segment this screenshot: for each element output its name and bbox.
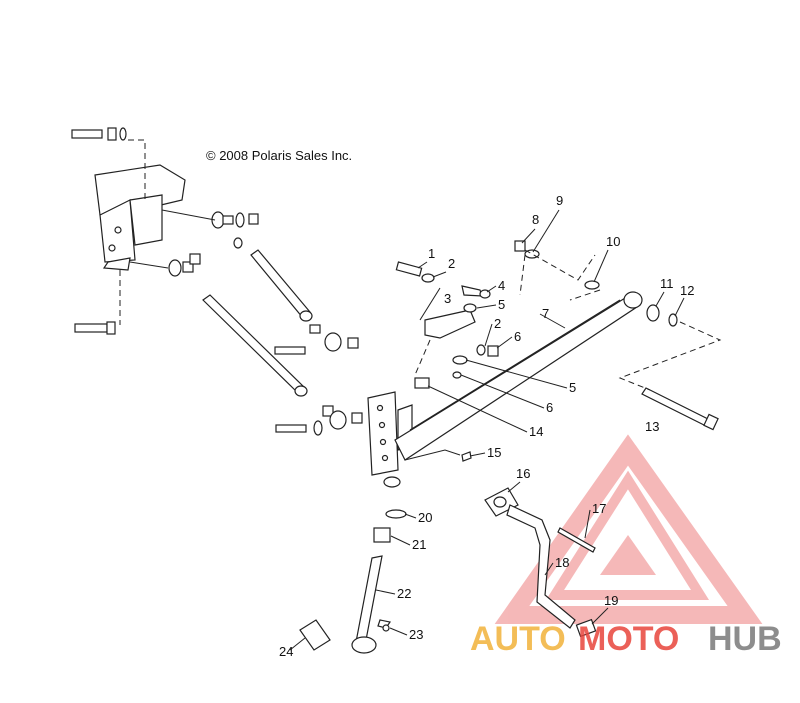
callout-11: 11 — [660, 276, 674, 291]
frame-bolt-bottom — [74, 321, 116, 335]
part-14-bushing — [414, 377, 430, 389]
lower-rod-end-hardware — [168, 253, 201, 277]
watermark-logo — [494, 434, 763, 624]
part-13-bolt — [641, 387, 719, 431]
frame-bracket — [94, 164, 186, 271]
callout-2b: 2 — [494, 316, 501, 331]
part-10-washer — [584, 280, 600, 290]
watermark-moto: MOTO — [578, 620, 679, 658]
part-2-washer — [421, 273, 435, 283]
leader-10-arm — [569, 289, 601, 301]
part-3-bracket — [424, 309, 476, 339]
tie-rod-lower — [202, 294, 308, 397]
callout-23: 23 — [409, 627, 423, 642]
leader-frame-top — [128, 139, 146, 200]
callout-22: 22 — [397, 586, 411, 601]
callout-leaders — [289, 209, 685, 651]
callout-6: 6 — [514, 329, 521, 344]
callout-18: 18 — [555, 555, 569, 570]
part-4-ball-joint — [461, 285, 491, 299]
part-19-clip — [575, 618, 597, 638]
part-17-pin — [557, 527, 596, 553]
part-5-washer-lower — [452, 355, 468, 365]
callout-19: 19 — [604, 593, 618, 608]
steering-post-bracket — [367, 391, 413, 476]
leader-8-arm — [519, 254, 526, 296]
part-15-screw — [461, 451, 472, 462]
part-24-pin — [299, 619, 331, 651]
part-1-bolt — [395, 261, 423, 277]
callout-4: 4 — [498, 278, 505, 293]
part-5-washer — [463, 303, 477, 313]
callout-8: 8 — [532, 212, 539, 227]
callout-5: 5 — [498, 297, 505, 312]
part-2-washer-right — [476, 344, 486, 356]
leader-9-10 — [524, 249, 596, 281]
drag-link-arm — [394, 291, 643, 461]
callout-9: 9 — [556, 193, 563, 208]
callout-3: 3 — [444, 291, 451, 306]
brake-lever-assembly — [484, 487, 597, 638]
lower-steering-column — [299, 476, 407, 654]
callout-labels: 1 2 3 4 5 2 6 5 6 7 8 9 10 11 12 13 14 1… — [279, 193, 694, 659]
part-11-bushing — [646, 304, 660, 322]
callout-10: 10 — [606, 234, 620, 249]
part-6-washer-lower — [452, 371, 462, 379]
part-12-ring — [668, 313, 678, 327]
callout-7: 7 — [542, 306, 549, 321]
callout-5b: 5 — [569, 380, 576, 395]
callout-6b: 6 — [546, 400, 553, 415]
callout-16: 16 — [516, 466, 530, 481]
leader-3-post — [414, 339, 431, 376]
part-23-screw — [382, 624, 390, 632]
callout-13: 13 — [645, 419, 659, 434]
callout-17: 17 — [592, 501, 606, 516]
callout-12: 12 — [680, 283, 694, 298]
callout-2: 2 — [448, 256, 455, 271]
part-20-o-ring — [385, 509, 407, 519]
upper-rod-end-hardware — [211, 211, 259, 249]
part-6-nut-right — [487, 345, 499, 357]
tie-rod-upper — [250, 249, 313, 322]
watermark-hub: HUB — [708, 620, 782, 658]
callout-21: 21 — [412, 537, 426, 552]
part-8-nut — [514, 240, 526, 252]
callout-20: 20 — [418, 510, 432, 525]
copyright-text: © 2008 Polaris Sales Inc. — [206, 148, 352, 163]
callout-14: 14 — [529, 424, 543, 439]
middle-hardware — [274, 324, 363, 436]
watermark-wordmark: AUTO MOTO HUB — [470, 620, 782, 658]
watermark-auto: AUTO — [470, 620, 566, 658]
part-22-steering-shaft — [355, 555, 383, 643]
callout-24: 24 — [279, 644, 293, 659]
part-21-bushing — [373, 527, 391, 543]
callout-1: 1 — [428, 246, 435, 261]
callout-15: 15 — [487, 445, 501, 460]
leader-12-13 — [618, 321, 722, 391]
frame-bolt-top — [71, 127, 127, 141]
